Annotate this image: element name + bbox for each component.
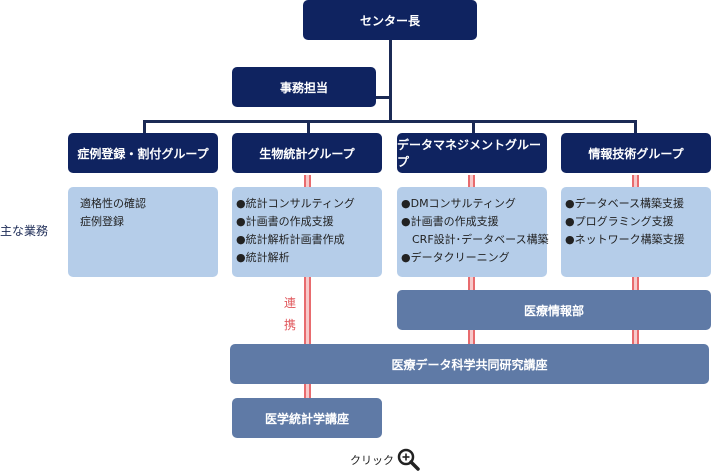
click-label: クリック: [350, 454, 394, 467]
click-zoom-button[interactable]: クリック: [350, 448, 421, 472]
task-item: 症例登録: [80, 215, 124, 228]
joint-lab-box[interactable]: 医療データ科学共同研究講座: [230, 344, 709, 384]
connector-admin: [376, 96, 390, 99]
task-item: CRF設計･データベース構築: [401, 233, 549, 246]
zoom-in-icon: [397, 448, 420, 471]
task-item: ●DMコンサルティング: [401, 197, 516, 210]
task-item: ●計画書の作成支援: [401, 215, 499, 228]
tasks-box-biostatistics: ●統計コンサルティング ●計画書の作成支援 ●統計解析計画書作成 ●統計解析: [232, 187, 382, 277]
admin-box[interactable]: 事務担当: [232, 67, 376, 107]
task-item: ●統計コンサルティング: [236, 197, 355, 210]
joint-lab-label: 医療データ科学共同研究講座: [391, 357, 548, 372]
group-box-registration[interactable]: 症例登録・割付グループ: [68, 133, 218, 173]
group-box-data-management[interactable]: データマネジメントグループ: [397, 133, 547, 173]
group-name: 生物統計グループ: [259, 146, 355, 161]
task-item: ●プログラミング支援: [565, 215, 674, 228]
tasks-box-registration: 適格性の確認 症例登録: [68, 187, 218, 277]
tasks-box-it: ●データベース構築支援 ●プログラミング支援 ●ネットワーク構築支援: [561, 187, 711, 277]
task-item: ●統計解析計画書作成: [236, 233, 345, 246]
connector-group-3: [472, 120, 475, 134]
med-info-dept-box[interactable]: 医療情報部: [397, 290, 711, 330]
collab-label: 連 携: [283, 292, 297, 336]
tasks-box-data-management: ●DMコンサルティング ●計画書の作成支援 CRF設計･データベース構築 ●デー…: [397, 187, 549, 277]
group-name: 症例登録・割付グループ: [77, 146, 209, 161]
connector-vertical-main: [389, 40, 392, 123]
group-name: 情報技術グループ: [588, 146, 684, 161]
med-info-label: 医療情報部: [523, 303, 584, 318]
row-label-main-tasks: 主な業務: [0, 224, 49, 238]
collab-char: 連: [283, 296, 296, 310]
med-stats-label: 医学統計学講座: [264, 411, 349, 426]
group-box-biostatistics[interactable]: 生物統計グループ: [232, 133, 382, 173]
collab-line-stats: [304, 175, 311, 400]
group-box-it[interactable]: 情報技術グループ: [561, 133, 711, 173]
task-item: ●ネットワーク構築支援: [565, 233, 685, 246]
connector-horizontal: [143, 120, 637, 123]
director-box[interactable]: センター長: [303, 0, 477, 40]
task-item: ●計画書の作成支援: [236, 215, 334, 228]
connector-group-4: [634, 120, 637, 134]
task-item: ●データベース構築支援: [565, 197, 685, 210]
collab-char: 携: [283, 318, 296, 332]
connector-group-1: [143, 120, 146, 134]
task-item: ●データクリーニング: [401, 251, 510, 264]
director-label: センター長: [359, 13, 420, 28]
admin-label: 事務担当: [279, 80, 328, 95]
task-item: 適格性の確認: [80, 197, 146, 210]
connector-group-2: [307, 120, 310, 134]
med-stats-dept-box[interactable]: 医学統計学講座: [232, 398, 382, 438]
group-name: データマネジメントグループ: [397, 138, 542, 169]
task-item: ●統計解析: [236, 251, 290, 264]
